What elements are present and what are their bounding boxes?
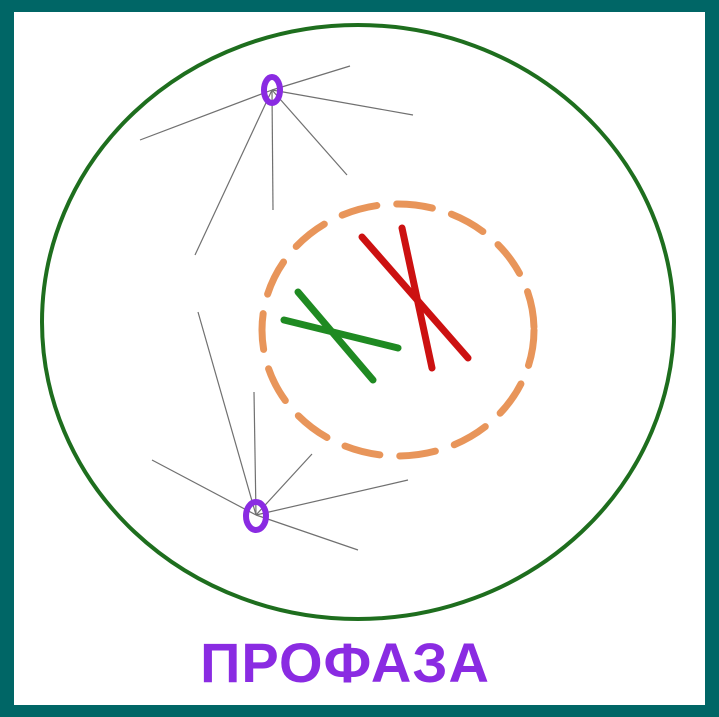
cell-membrane	[42, 25, 674, 619]
spindle-fiber	[254, 392, 256, 515]
nuclear-envelope-dashed	[262, 204, 534, 456]
spindle-fiber	[256, 515, 358, 550]
spindle-fiber	[152, 460, 256, 515]
spindle-fiber	[272, 90, 347, 175]
spindle-fiber	[272, 90, 413, 115]
spindle-fiber	[256, 480, 408, 515]
chromosome-green	[284, 292, 398, 380]
chromosome-red	[362, 228, 468, 368]
spindle-fiber	[198, 312, 256, 515]
spindle-fiber	[272, 66, 350, 90]
spindle-fibers-bottom	[152, 312, 408, 550]
chromatid	[402, 228, 432, 368]
spindle-fiber	[272, 90, 273, 210]
page-title: ПРОФАЗА	[0, 630, 690, 696]
